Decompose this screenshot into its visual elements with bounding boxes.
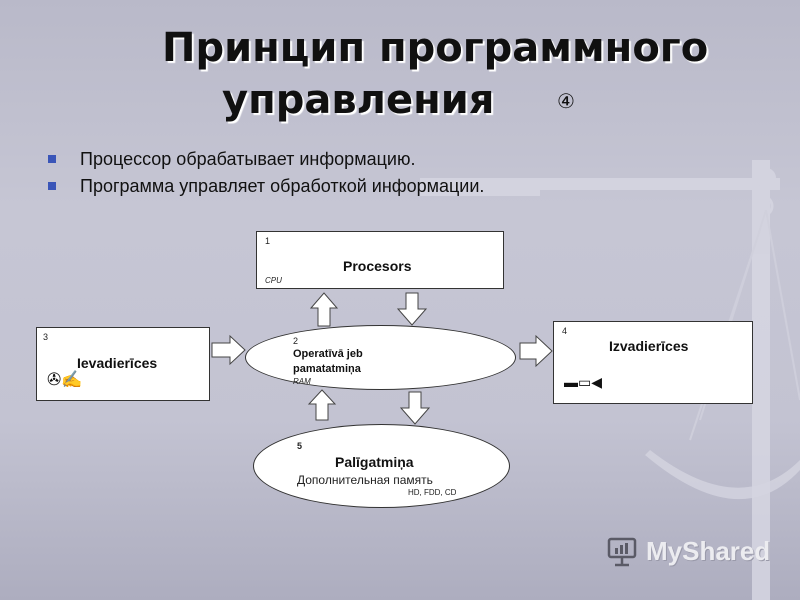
ram-sub: RAM	[293, 377, 311, 386]
input-label: Ievadierīces	[77, 355, 157, 371]
ram-number: 2	[293, 336, 298, 346]
arrow-input-to-ram	[212, 336, 245, 364]
ram-label-line2: pamatatmiņa	[293, 363, 361, 375]
storage-sub: HD, FDD, CD	[408, 488, 456, 497]
storage-label: Palīgatmiņa	[335, 454, 414, 470]
storage-sub-ru: Дополнительная память	[297, 473, 433, 487]
arrow-ram-to-output	[520, 336, 552, 366]
input-devices-box: 3 Ievadierīces ✇✍	[36, 327, 210, 401]
ram-ellipse: 2 Operatīvā jeb pamatatmiņa RAM	[245, 325, 516, 390]
cpu-sub: CPU	[265, 276, 282, 285]
output-number: 4	[562, 326, 567, 336]
arrow-ram-to-cpu	[311, 293, 337, 326]
watermark-logo: MyShared	[606, 534, 640, 573]
output-devices-icon: ▬▭◀	[564, 374, 602, 391]
output-label: Izvadierīces	[609, 338, 688, 354]
input-devices-icon: ✇✍	[47, 370, 82, 390]
cpu-box: 1 Procesors CPU	[256, 231, 504, 289]
watermark-text: MyShared	[646, 536, 770, 567]
storage-ellipse: 5 Palīgatmiņa Дополнительная память HD, …	[253, 424, 510, 508]
arrow-ram-to-storage	[401, 392, 429, 424]
arrow-storage-to-ram	[309, 390, 335, 420]
input-number: 3	[43, 332, 48, 342]
cpu-number: 1	[265, 236, 270, 246]
arrow-cpu-to-ram	[398, 293, 426, 325]
output-devices-box: 4 Izvadierīces ▬▭◀	[553, 321, 753, 404]
cpu-label: Procesors	[343, 258, 411, 274]
presentation-icon	[606, 534, 640, 568]
storage-number: 5	[297, 441, 302, 451]
ram-label-line1: Operatīvā jeb	[293, 348, 363, 360]
